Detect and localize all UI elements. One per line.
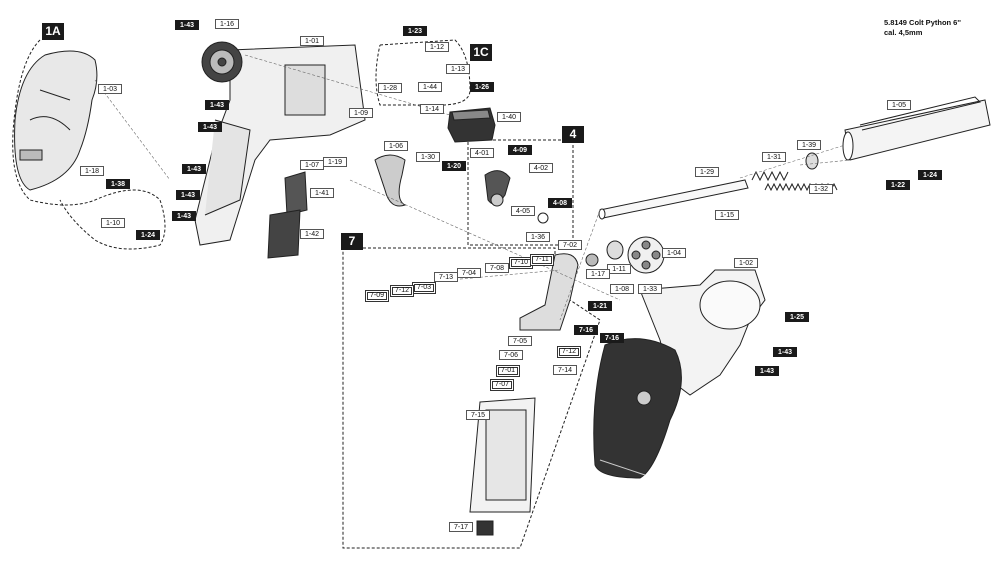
- part-label: 1-44: [418, 82, 442, 92]
- section-badge-1a: 1A: [42, 23, 64, 40]
- part-label: 7-16: [574, 325, 598, 335]
- part-label: 4-02: [529, 163, 553, 173]
- part-label: 7-08: [485, 263, 509, 273]
- part-label: 1-33: [638, 284, 662, 294]
- part-label: 7-16: [600, 333, 624, 343]
- part-label: 1-10: [101, 218, 125, 228]
- part-label: 1-06: [384, 141, 408, 151]
- part-label: 1-05: [887, 100, 911, 110]
- part-label: 7-14: [553, 365, 577, 375]
- part-label: 1-43: [755, 366, 779, 376]
- part-label: 1-31: [762, 152, 786, 162]
- group-4-outline: [467, 139, 574, 246]
- part-label: 1-28: [378, 83, 402, 93]
- part-label: 7-05: [508, 336, 532, 346]
- part-label: 1-03: [98, 84, 122, 94]
- part-label: 1-43: [175, 20, 199, 30]
- barrel-shroud: [844, 99, 991, 161]
- part-label: 1-04: [662, 248, 686, 258]
- part-label: 1-07: [300, 160, 324, 170]
- part-label: 7-03: [412, 282, 437, 294]
- part-label: 1-43: [176, 190, 200, 200]
- part-label: 7-17: [449, 522, 473, 532]
- grip-insert-1-42: [267, 209, 301, 259]
- part-label: 7-15: [466, 410, 490, 420]
- part-label: 1-09: [349, 108, 373, 118]
- part-label: 7-12: [390, 285, 415, 297]
- section-badge-4: 4: [562, 126, 584, 143]
- diagram-title: 5.8149 Colt Python 6'' cal. 4,5mm: [884, 18, 961, 38]
- title-line-1: 5.8149 Colt Python 6'': [884, 18, 961, 27]
- part-label: 1-23: [403, 26, 427, 36]
- part-label: 1-02: [734, 258, 758, 268]
- part-label: 1-36: [526, 232, 550, 242]
- part-label: 1-32: [809, 184, 833, 194]
- part-label: 1-41: [310, 188, 334, 198]
- section-badge-1c: 1C: [470, 44, 492, 61]
- part-label: 1-43: [198, 122, 222, 132]
- part-label: 7-11: [530, 254, 554, 266]
- part-label: 1-13: [446, 64, 470, 74]
- part-label: 1-22: [886, 180, 910, 190]
- part-label: 1-43: [182, 164, 206, 174]
- part-label: 1-29: [695, 167, 719, 177]
- part-label: 1-39: [797, 140, 821, 150]
- part-label: 1-40: [497, 112, 521, 122]
- part-label: 7-06: [499, 350, 523, 360]
- section-badge-7: 7: [341, 233, 363, 250]
- trigger: [374, 154, 407, 207]
- group-1a-outline: [12, 39, 166, 250]
- part-label: 7-13: [434, 272, 458, 282]
- part-label: 7-09: [365, 290, 390, 302]
- part-label: 1-15: [715, 210, 739, 220]
- part-label: 1-01: [300, 36, 324, 46]
- part-label: 1-14: [420, 104, 444, 114]
- group-7-outline: [342, 247, 601, 549]
- hammer: [484, 170, 511, 205]
- title-line-2: cal. 4,5mm: [884, 28, 923, 37]
- part-label: 1-16: [215, 19, 239, 29]
- part-label: 1-25: [785, 312, 809, 322]
- grip-insert-1-41: [284, 171, 308, 216]
- part-label: 1-24: [136, 230, 160, 240]
- part-label: 7-12: [557, 346, 582, 358]
- part-label: 1-17: [586, 269, 610, 279]
- part-label: 1-38: [106, 179, 130, 189]
- part-label: 4-05: [511, 206, 535, 216]
- part-label: 4-08: [548, 198, 572, 208]
- part-label: 1-24: [918, 170, 942, 180]
- part-label: 7-04: [457, 268, 481, 278]
- part-label: 7-07: [490, 379, 515, 391]
- part-label: 1-11: [607, 264, 631, 274]
- part-label: 1-19: [323, 157, 347, 167]
- part-label: 1-42: [300, 229, 324, 239]
- part-label: 1-18: [80, 166, 104, 176]
- group-1c-outline: [375, 39, 471, 106]
- part-label: 1-26: [470, 82, 494, 92]
- part-label: 7-01: [496, 365, 521, 377]
- part-label: 1-43: [172, 211, 196, 221]
- ring-1-39: [805, 152, 819, 170]
- part-label: 1-43: [205, 100, 229, 110]
- part-label: 1-08: [610, 284, 634, 294]
- part-label: 1-12: [425, 42, 449, 52]
- part-label: 7-02: [558, 240, 582, 250]
- part-label: 1-20: [442, 161, 466, 171]
- part-label: 1-21: [588, 301, 612, 311]
- part-label: 4-01: [470, 148, 494, 158]
- part-label: 4-09: [508, 145, 532, 155]
- part-label: 1-30: [416, 152, 440, 162]
- spring-1-31: [751, 170, 789, 182]
- part-label: 1-43: [773, 347, 797, 357]
- grip-checkered: [593, 338, 682, 479]
